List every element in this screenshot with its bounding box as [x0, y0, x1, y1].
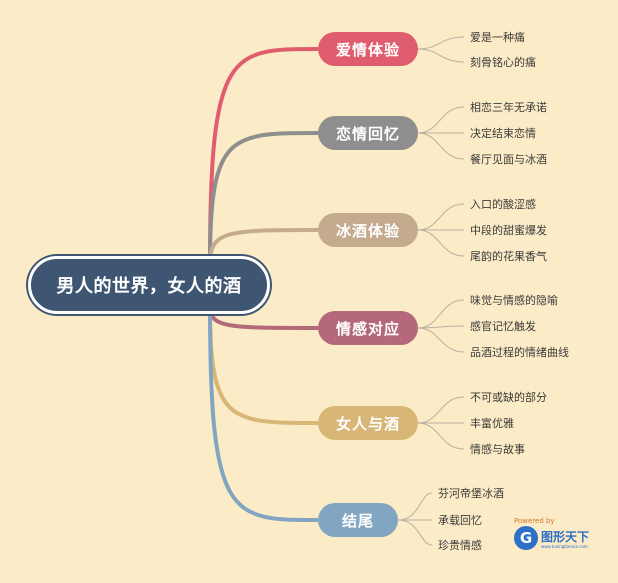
- leaf-connector: [417, 299, 465, 329]
- branch-connector: [208, 306, 319, 522]
- leaf-connector: [417, 327, 465, 353]
- leaf-connector: [417, 396, 465, 424]
- leaf-label: 感官记忆触发: [470, 320, 536, 333]
- leaf-connector: [417, 422, 465, 450]
- leaf-connector: [417, 106, 465, 134]
- leaf-connector: [417, 203, 465, 231]
- brand-name: 图形天下: [541, 530, 590, 544]
- branch-connector: [208, 228, 319, 264]
- root-label: 男人的世界，女人的酒: [56, 276, 242, 297]
- leaf-connector: [397, 519, 433, 546]
- branch-label: 结尾: [341, 511, 374, 530]
- branch-node: 恋情回忆: [318, 116, 418, 150]
- leaf-label: 刻骨铭心的痛: [470, 56, 536, 69]
- branch-connector: [208, 131, 319, 264]
- branch-node: 情感对应: [318, 311, 418, 345]
- leaf-label: 入口的酸涩感: [470, 198, 536, 211]
- leaf-label: 决定结束恋情: [470, 127, 536, 140]
- branch-label: 恋情回忆: [335, 124, 400, 143]
- branch-label: 冰酒体验: [335, 221, 400, 240]
- leaf-label: 品酒过程的情绪曲线: [470, 346, 569, 359]
- branch-connector: [208, 47, 319, 264]
- leaf-connector: [397, 492, 433, 521]
- branch-node: 冰酒体验: [318, 213, 418, 247]
- branch-node: 爱情体验: [318, 32, 418, 66]
- leaf-label: 中段的甜蜜爆发: [470, 224, 547, 237]
- leaf-label: 相恋三年无承诺: [470, 101, 547, 114]
- brand-tagline: www.tuxingtianxia.com: [541, 544, 588, 549]
- leaf-label: 承载回忆: [438, 514, 482, 527]
- leaf-label: 味觉与情感的隐喻: [470, 294, 558, 307]
- leaf-connector: [417, 48, 465, 63]
- leaf-label: 丰富优雅: [470, 417, 514, 430]
- leaf-label: 情感与故事: [470, 443, 525, 456]
- branch-label: 爱情体验: [335, 40, 400, 59]
- root-node: 男人的世界，女人的酒: [28, 256, 270, 314]
- leaf-label: 不可或缺的部分: [470, 391, 547, 404]
- leaf-label: 爱是一种痛: [470, 31, 525, 44]
- leaf-label: 珍贵情感: [438, 539, 482, 552]
- leaf-label: 芬河帝堡冰酒: [438, 487, 504, 500]
- branch-node: 结尾: [318, 503, 398, 537]
- brand-logo: Powered by G 图形天下 www.tuxingtianxia.com: [514, 517, 612, 557]
- leaf-connector: [417, 132, 465, 160]
- powered-by-text: Powered by: [514, 517, 555, 525]
- branch-label: 情感对应: [335, 319, 400, 338]
- leaf-connector: [417, 229, 465, 257]
- leaf-label: 餐厅见面与冰酒: [470, 153, 547, 166]
- leaf-label: 尾韵的花果香气: [470, 250, 547, 263]
- branch-label: 女人与酒: [335, 414, 400, 433]
- branch-node: 女人与酒: [318, 406, 418, 440]
- leaf-connector: [417, 36, 465, 50]
- g-logo-icon: G: [514, 526, 538, 550]
